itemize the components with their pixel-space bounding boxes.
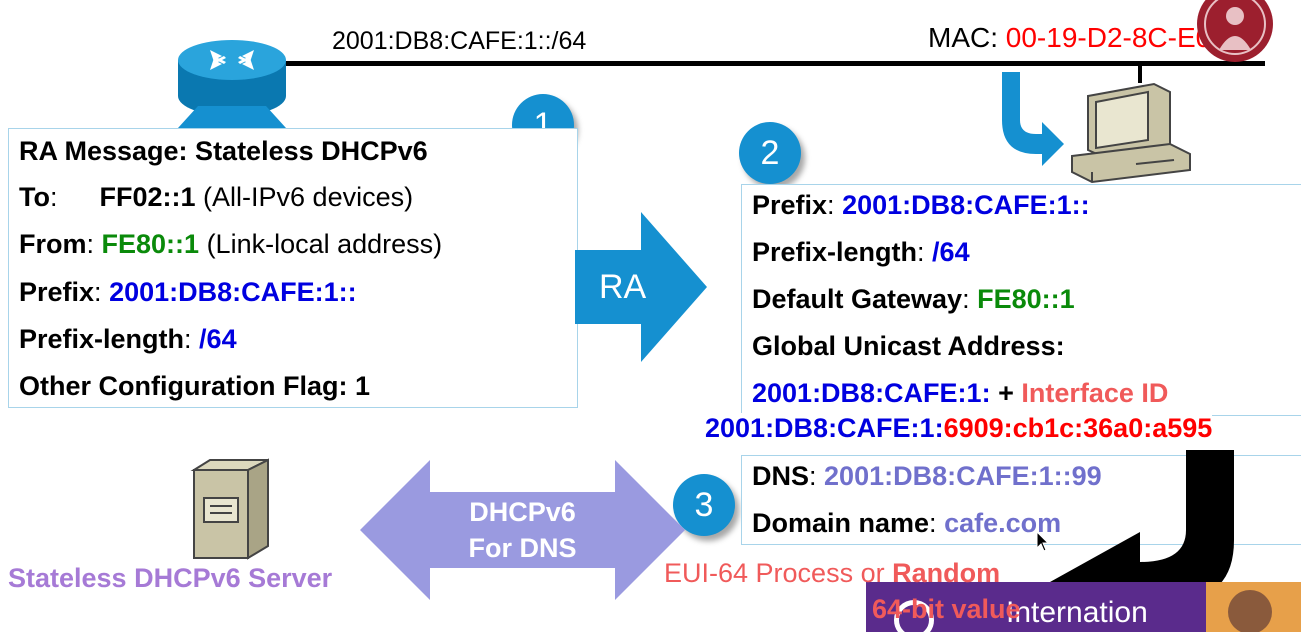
ra-to-note: (All-IPv6 devices) [195,182,414,212]
overlay-avatar-face [1228,590,1272,632]
video-overlay[interactable]: Internation [866,582,1301,632]
domain-sep: : [929,508,945,538]
host-plen-sep: : [917,237,933,267]
network-label: 2001:DB8:CAFE:1::/64 [332,27,587,55]
network-bus-line [285,61,1265,66]
dhcpv6-label-line1: DHCPv6 [469,497,576,527]
domain-value: cafe.com [944,508,1062,538]
host-gua-plus: + [990,378,1022,408]
domain-label: Domain name [752,508,930,538]
overlay-circle [894,600,934,632]
mac-label: MAC: [928,22,1006,53]
eui-prefix: EUI-64 Process or [664,558,893,588]
host-prefix-row: Prefix: 2001:DB8:CAFE:1:: [752,190,1090,221]
host-prefix-value: 2001:DB8:CAFE:1:: [842,190,1090,220]
ra-flag-row: Other Configuration Flag: 1 [19,371,370,401]
ra-title: RA Message: Stateless DHCPv6 [19,136,428,166]
eui-random: Random [892,558,1001,588]
host-gua-prefix: 2001:DB8:CAFE:1: [752,378,991,408]
ra-message-box: RA Message: Stateless DHCPv6 To: FF02::1 … [8,128,578,408]
dns-label: DNS [752,461,810,491]
host-gw-sep: : [962,284,978,314]
host-plen-value: /64 [932,237,970,267]
ra-prefix-sep: : [94,277,110,307]
ra-to-sep: : [49,182,58,212]
ra-arrow [575,212,707,362]
ra-to-label: To [19,182,50,212]
ra-prefix-label: Prefix [19,277,95,307]
domain-row: Domain name: cafe.com [752,508,1061,539]
ra-prefix-value: 2001:DB8:CAFE:1:: [109,277,357,307]
ra-from-label: From [19,229,87,259]
overlay-text: Internation [1006,596,1148,629]
ra-prefix-length-row: Prefix-length: /64 [19,324,237,355]
full-address-iid: 6909:cb1c:36a0:a595 [943,413,1213,443]
dhcpv6-double-arrow [360,460,685,600]
ra-from-note: (Link-local address) [199,229,443,259]
server-icon [190,458,269,560]
ra-from-value: FE80::1 [101,229,200,259]
host-gateway-row: Default Gateway: FE80::1 [752,284,1075,315]
university-seal-logo [1197,0,1273,62]
host-prefix-sep: : [827,190,843,220]
full-address: 2001:DB8:CAFE:1:6909:cb1c:36a0:a595 [705,413,1213,444]
eui-line2: 64-bit value [872,594,1021,624]
host-gua-label: Global Unicast Address: [752,331,1065,361]
router-icon [178,40,286,128]
ra-plen-value: /64 [199,324,237,354]
host-gua-iid: Interface ID [1021,378,1169,408]
host-prefix-length-row: Prefix-length: /64 [752,237,970,268]
computer-icon [1071,82,1191,184]
step-2-badge: 2 [739,122,801,184]
dhcpv6-label-line2: For DNS [468,533,577,563]
eui-line1: EUI-64 Process or Random [664,558,1000,589]
ra-from-row: From: FE80::1 (Link-local address) [19,229,442,260]
ra-arrow-label: RA [599,268,647,306]
host-gw-value: FE80::1 [977,284,1075,314]
host-gua-row: 2001:DB8:CAFE:1: + Interface ID [752,378,1168,409]
server-label: Stateless DHCPv6 Server [8,563,333,593]
ra-from-sep: : [86,229,102,259]
host-plen-label: Prefix-length [752,237,918,267]
dns-value: 2001:DB8:CAFE:1::99 [824,461,1102,491]
host-drop-line [1138,63,1142,83]
blue-curved-arrow [1002,72,1064,166]
ra-prefix-row: Prefix: 2001:DB8:CAFE:1:: [19,277,357,308]
dns-row: DNS: 2001:DB8:CAFE:1::99 [752,461,1102,492]
host-gw-label: Default Gateway [752,284,963,314]
full-address-prefix: 2001:DB8:CAFE:1: [705,413,944,443]
dns-sep: : [809,461,825,491]
ra-to-row: To: FF02::1 (All-IPv6 devices) [19,182,413,213]
mouse-cursor-icon [1036,531,1050,552]
ra-plen-sep: : [184,324,200,354]
host-config-box: Prefix: 2001:DB8:CAFE:1:: Prefix-length:… [741,184,1301,416]
step-3-badge: 3 [673,474,735,536]
host-prefix-label: Prefix [752,190,828,220]
ra-plen-label: Prefix-length [19,324,185,354]
ra-to-value: FF02::1 [99,182,196,212]
